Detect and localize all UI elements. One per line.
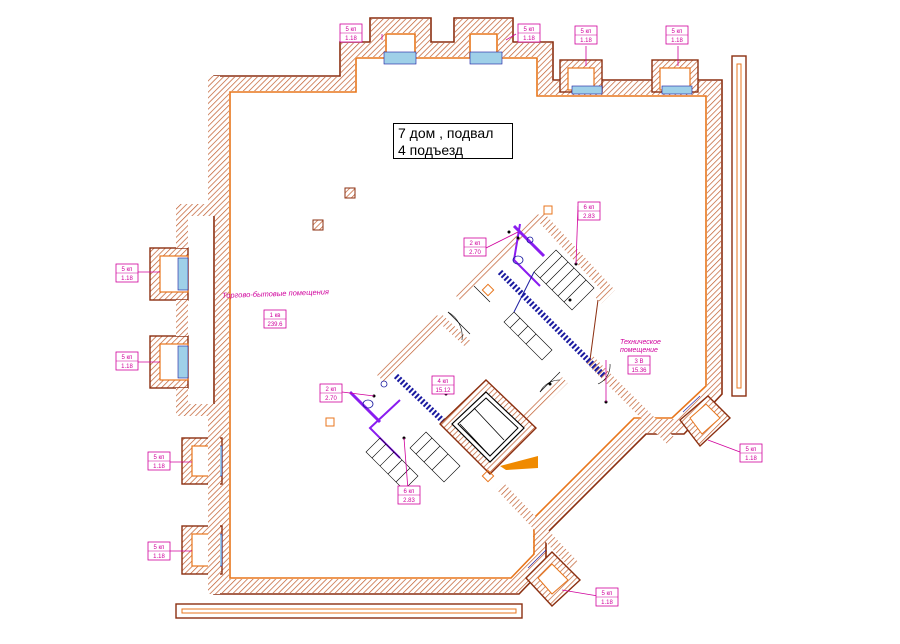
pit-tag: 5 кп 1.18 [665, 25, 689, 45]
pit-tag-value: 1.18 [345, 36, 357, 42]
title-line-2: 4 подъезд [398, 142, 464, 158]
stair-upper-value: 2.83 [583, 214, 595, 220]
wc-upper-value: 2.70 [469, 250, 481, 256]
sanitary-fixtures [362, 236, 534, 409]
stair-upper-tag: 6 кп 2.83 [577, 201, 601, 221]
pit-tag-value: 1.18 [601, 600, 613, 606]
corridor-id: 4 кп [438, 379, 449, 385]
pit-tag-value: 1.18 [523, 36, 535, 42]
stair-lower-value: 2.83 [403, 498, 415, 504]
pit-tag-value: 1.18 [153, 554, 165, 560]
pit-tag-value: 1.18 [121, 276, 133, 282]
shop-area-id: 1 кв [270, 313, 281, 319]
pit-tag: 5 кп 1.18 [147, 541, 171, 561]
tech-room-id: 3 В [634, 359, 643, 365]
stairs-lower [365, 431, 461, 491]
pit-tag-id: 5 кп [346, 27, 357, 33]
pit-tag-value: 1.18 [745, 456, 757, 462]
shop-area-name: Торгово-бытовые помещения [222, 287, 329, 300]
doors [447, 285, 611, 393]
pit-tag: 5 кп 1.18 [147, 451, 171, 471]
wc-upper-id: 2 кп [470, 241, 481, 247]
pit-tag-id: 5 кп [524, 27, 535, 33]
left-window-bays [149, 76, 223, 594]
pit-tag-id: 5 кп [672, 29, 683, 35]
columns [312, 187, 356, 231]
tech-room-name-2: помещение [620, 347, 658, 354]
pit-tag-id: 5 кп [154, 545, 165, 551]
title-box: 7 дом , подвал 4 подъезд [393, 123, 513, 159]
pit-tag-value: 1.18 [121, 364, 133, 370]
pit-tag-value: 1.18 [580, 38, 592, 44]
bottom-external-wall [175, 603, 523, 619]
pit-tag-value: 1.18 [153, 464, 165, 470]
small-markers [325, 205, 553, 483]
pit-tag-id: 5 кп [746, 447, 757, 453]
stair-lower-id: 6 кп [404, 489, 415, 495]
corridor-tag: 4 кп 15.12 [431, 375, 455, 395]
tech-room-name-1: Техническое [620, 339, 661, 346]
tech-room-value: 15.36 [631, 368, 647, 374]
pit-tags: 5 кп 1.18 5 кп 1.18 5 кп 1.18 5 кп 1.18 … [115, 23, 763, 607]
pit-tag-id: 5 кп [122, 355, 133, 361]
pit-tag-id: 5 кп [154, 455, 165, 461]
wc-lower-id: 2 кп [326, 387, 337, 393]
stair-lower-tag: 6 кп 2.83 [397, 485, 421, 505]
pit-tag: 5 кп 1.18 [115, 263, 139, 283]
shop-area-tag: 1 кв 239.6 [263, 309, 287, 329]
stairs-upper [503, 249, 595, 361]
elevator-shaft [438, 379, 538, 475]
pit-tag-id: 5 кп [602, 591, 613, 597]
top-window-bays [383, 51, 699, 95]
pit-tag: 5 кп 1.18 [339, 23, 363, 43]
wc-upper-tag: 2 кп 2.70 [463, 237, 487, 257]
wc-lower-value: 2.70 [325, 396, 337, 402]
pit-tag-value: 1.18 [671, 38, 683, 44]
tech-room-tag: 3 В 15.36 [627, 355, 651, 375]
pit-tag: 5 кп 1.18 [739, 443, 763, 463]
pit-tag-id: 5 кп [122, 267, 133, 273]
exterior-wall [213, 17, 723, 595]
room-markers [372, 230, 608, 440]
shop-area-value: 239.6 [267, 322, 283, 328]
pit-tag: 5 кп 1.18 [115, 351, 139, 371]
core-walls [348, 212, 674, 570]
corridor-value: 15.12 [435, 388, 451, 394]
pit-tag: 5 кп 1.18 [595, 587, 619, 607]
right-external-wall [731, 55, 747, 397]
diagonal-bays [525, 395, 732, 607]
pit-tag: 5 кп 1.18 [517, 23, 541, 43]
stair-upper-id: 6 кп [584, 205, 595, 211]
wc-lower-tag: 2 кп 2.70 [319, 383, 343, 403]
pit-tag-id: 5 кп [581, 29, 592, 35]
pit-tag: 5 кп 1.18 [574, 25, 598, 45]
room-labels: Торгово-бытовые помещения 1 кв 239.6 Тех… [222, 201, 661, 505]
title-line-1: 7 дом , подвал [398, 125, 494, 141]
